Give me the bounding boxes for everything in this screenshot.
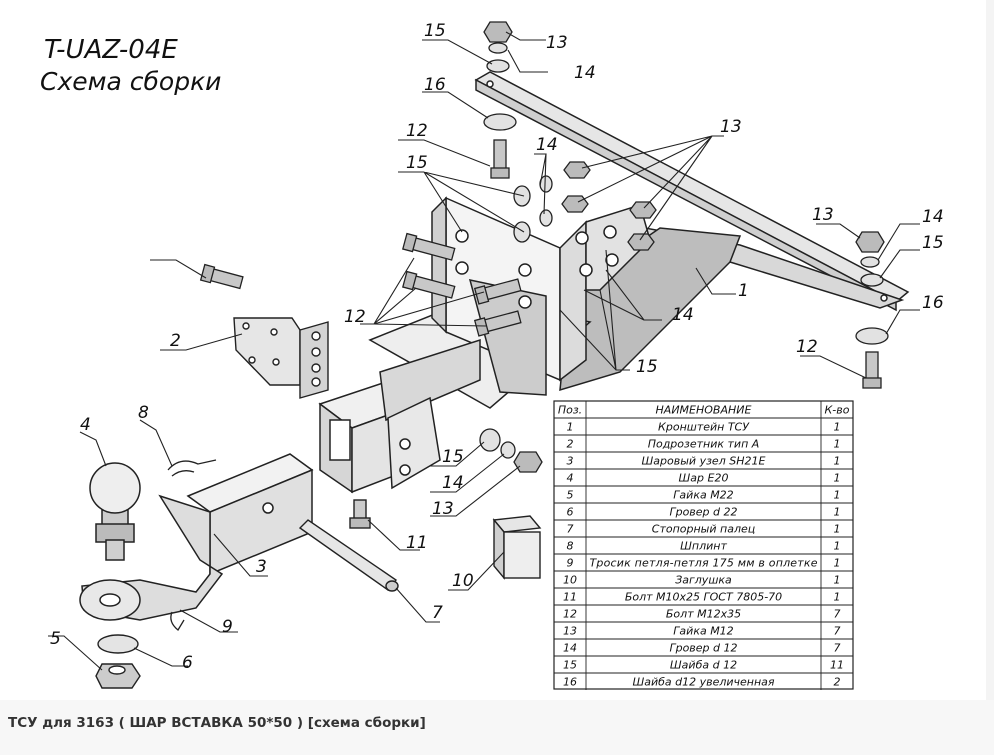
table-cell: 1	[834, 472, 841, 485]
bolt-set	[199, 21, 885, 473]
callout: 12	[796, 337, 818, 357]
page-margin	[986, 0, 994, 700]
image-caption: ТСУ для 3163 ( ШАР ВСТАВКА 50*50 ) [схем…	[8, 715, 426, 731]
callout: 16	[424, 75, 446, 95]
table-header-cell: К-во	[825, 404, 850, 417]
table-cell: 1	[834, 574, 841, 587]
callout: 15	[406, 153, 428, 173]
callout: 13	[432, 499, 454, 519]
table-cell: 6	[567, 506, 574, 519]
table-cell: Подрозетник тип А	[648, 438, 760, 451]
drawing-title: T-UAZ-04E	[44, 35, 178, 65]
callout: 2	[170, 331, 181, 351]
callout: 13	[546, 33, 568, 53]
table-cell: 7	[567, 523, 574, 536]
table-cell: 12	[563, 608, 577, 621]
callout: 15	[424, 21, 446, 41]
callout: 9	[222, 617, 233, 637]
table-cell: Гайка М22	[673, 489, 733, 502]
table-cell: Болт М10х25 ГОСТ 7805-70	[625, 591, 782, 604]
part-plug	[492, 515, 542, 580]
callout: 15	[922, 233, 944, 253]
callout: 12	[344, 307, 366, 327]
table-cell: 1	[834, 506, 841, 519]
table-cell: Заглушка	[675, 574, 732, 587]
table-cell: Гайка М12	[673, 625, 733, 638]
table-cell: Шайба d 12	[670, 659, 737, 672]
table-cell: Шаровый узел SH21E	[642, 455, 766, 468]
part-ball-mount	[79, 453, 314, 621]
part-clip	[167, 459, 217, 631]
part-socket-bracket	[233, 317, 329, 399]
callout: 13	[720, 117, 742, 137]
table-cell: 15	[563, 659, 577, 672]
callout: 1	[738, 281, 749, 301]
callout: 15	[442, 447, 464, 467]
table-cell: 11	[563, 591, 577, 604]
table-cell: 11	[830, 659, 844, 672]
table-cell: Гровер d 22	[669, 506, 737, 519]
table-cell: 1	[834, 455, 841, 468]
table-cell: Стопорный палец	[652, 523, 755, 536]
table-header-cell: НАИМЕНОВАНИЕ	[656, 404, 752, 417]
table-cell: 13	[563, 625, 577, 638]
callout: 13	[812, 205, 834, 225]
callout: 14	[922, 207, 944, 227]
table-cell: 3	[567, 455, 574, 468]
callout: 8	[138, 403, 149, 423]
table-header-cell: Поз.	[558, 404, 582, 417]
table-cell: 2	[567, 438, 574, 451]
part-bracket	[318, 71, 910, 494]
table-cell: Гровер d 12	[669, 642, 737, 655]
part-ball	[89, 462, 141, 561]
table-cell: Тросик петля-петля 175 мм в оплетке	[590, 557, 818, 570]
table-cell: 8	[567, 540, 574, 553]
callout: 6	[182, 653, 193, 673]
table-cell: 10	[563, 574, 577, 587]
table-cell: 7	[834, 608, 841, 621]
table-cell: 1	[834, 540, 841, 553]
callout: 14	[536, 135, 558, 155]
table-cell: 1	[834, 557, 841, 570]
part-pin	[298, 499, 399, 592]
callout: 14	[672, 305, 694, 325]
table-cell: 1	[834, 421, 841, 434]
caption-bar: ТСУ для 3163 ( ШАР ВСТАВКА 50*50 ) [схем…	[0, 700, 994, 755]
callout: 12	[406, 121, 428, 141]
callout: 16	[922, 293, 944, 313]
callout: 14	[442, 473, 464, 493]
table-cell: 1	[834, 489, 841, 502]
callout: 10	[452, 571, 474, 591]
leader-lines	[48, 31, 920, 671]
callout: 4	[80, 415, 91, 435]
callout-numbers: 15 13 14 16 12 14 15 13 13 14 15 12 1 14…	[50, 21, 944, 673]
table-cell: 1	[567, 421, 574, 434]
callout: 14	[574, 63, 596, 83]
callout: 11	[406, 533, 428, 553]
table-cell: 1	[834, 523, 841, 536]
table-cell: 7	[834, 625, 841, 638]
table-cell: 1	[834, 591, 841, 604]
table-cell: 4	[567, 472, 574, 485]
callout: 7	[432, 603, 443, 623]
table-cell: 14	[563, 642, 577, 655]
table-cell: Шплинт	[680, 540, 727, 553]
table-cell: 2	[834, 676, 841, 689]
assembly-drawing: T-UAZ-04E Схема сборки	[40, 21, 944, 690]
callout: 5	[50, 629, 61, 649]
table-cell: Шар E20	[679, 472, 729, 485]
part-nut-washer	[95, 634, 141, 689]
table-cell: 5	[567, 489, 574, 502]
table-cell: 9	[567, 557, 574, 570]
table-cell: Кронштейн ТСУ	[658, 421, 750, 434]
callout: 15	[636, 357, 658, 377]
table-cell: Шайба d12 увеличенная	[632, 676, 774, 689]
table-cell: 1	[834, 438, 841, 451]
table-cell: 7	[834, 642, 841, 655]
callout: 3	[256, 557, 267, 577]
table-cell: Болт М12х35	[666, 608, 741, 621]
table-cell: 16	[563, 676, 577, 689]
drawing-subtitle: Схема сборки	[40, 67, 221, 96]
